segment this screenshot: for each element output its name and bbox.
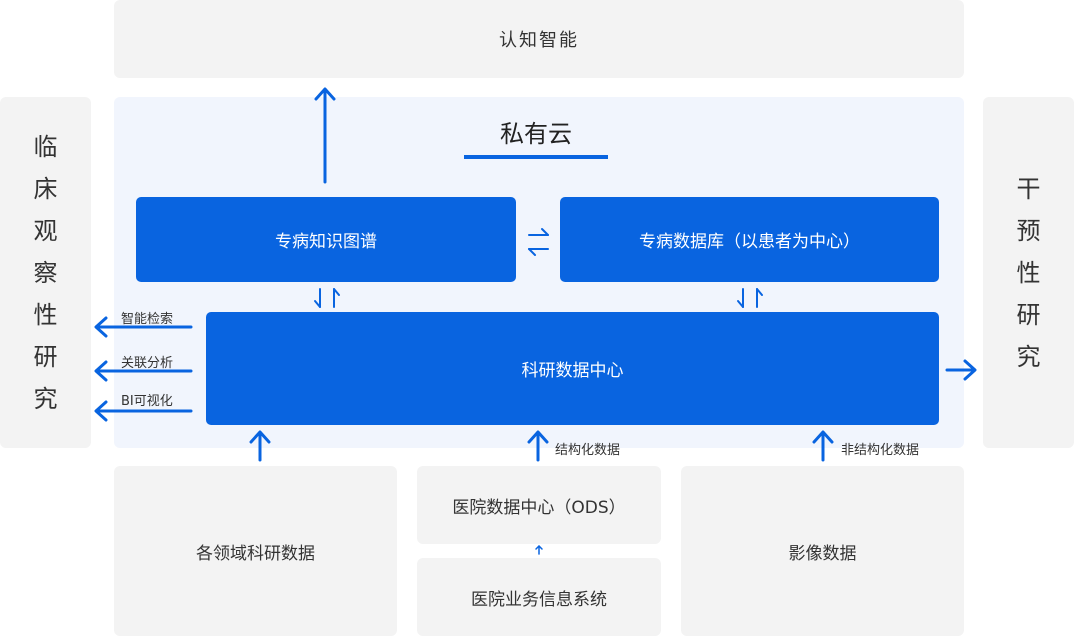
arrow-structured-up-icon <box>527 430 549 462</box>
bidirectional-horizontal-arrow-icon <box>528 228 549 256</box>
hospital-ods-label: 医院数据中心（ODS） <box>452 497 626 518</box>
arrow-smart-search-icon <box>94 316 193 338</box>
observational-char: 临 <box>33 132 58 161</box>
imaging-data-label: 影像数据 <box>788 543 857 564</box>
observational-char: 床 <box>33 174 58 203</box>
interventional-research-panel: 干 预 性 研 究 <box>983 97 1074 448</box>
disease-knowledge-graph-box: 专病知识图谱 <box>136 197 516 282</box>
disease-database-box: 专病数据库（以患者为中心） <box>560 197 939 282</box>
arrow-bi-visualization-icon <box>94 400 193 422</box>
arrow-unstructured-up-icon <box>812 430 834 462</box>
hospital-business-system-label: 医院业务信息系统 <box>471 589 607 610</box>
imaging-data-box: 影像数据 <box>681 466 964 636</box>
structured-data-label: 结构化数据 <box>555 443 621 458</box>
private-cloud-underline <box>464 155 608 159</box>
arrow-to-interventional-icon <box>945 359 977 381</box>
smart-search-label: 智能检索 <box>121 312 174 327</box>
observational-char: 性 <box>33 300 58 329</box>
observational-char: 究 <box>33 384 58 413</box>
interventional-char: 研 <box>1016 300 1041 329</box>
observational-char: 研 <box>33 342 58 371</box>
disease-knowledge-graph-label: 专病知识图谱 <box>275 232 377 252</box>
disease-database-label: 专病数据库（以患者为中心） <box>639 232 860 252</box>
interventional-char: 预 <box>1016 216 1041 245</box>
arrow-correlation-analysis-icon <box>94 360 193 382</box>
domain-research-data-label: 各领域科研数据 <box>196 543 315 564</box>
interventional-char: 干 <box>1016 174 1041 203</box>
hospital-business-system-box: 医院业务信息系统 <box>417 558 661 636</box>
interventional-char: 究 <box>1016 342 1041 371</box>
correlation-analysis-label: 关联分析 <box>121 356 174 371</box>
bi-visualization-label: BI可视化 <box>121 394 173 409</box>
bidirectional-vertical-arrow-left-icon <box>314 288 340 308</box>
arrow-his-to-ods-icon <box>535 545 543 555</box>
hospital-ods-box: 医院数据中心（ODS） <box>417 466 661 544</box>
interventional-char: 性 <box>1016 258 1041 287</box>
observational-char: 察 <box>33 258 58 287</box>
cognitive-intelligence-label: 认知智能 <box>499 30 579 51</box>
arrow-up-to-cognitive-icon <box>314 87 336 184</box>
cognitive-intelligence-box: 认知智能 <box>114 0 964 78</box>
observational-research-panel: 临 床 观 察 性 研 究 <box>0 97 91 448</box>
private-cloud-title: 私有云 <box>500 120 572 148</box>
research-data-center-label: 科研数据中心 <box>521 361 624 381</box>
bidirectional-vertical-arrow-right-icon <box>737 288 763 308</box>
arrow-domain-data-up-icon <box>249 430 271 462</box>
observational-char: 观 <box>33 216 58 245</box>
unstructured-data-label: 非结构化数据 <box>841 443 920 458</box>
domain-research-data-box: 各领域科研数据 <box>114 466 397 636</box>
research-data-center-box: 科研数据中心 <box>206 312 939 425</box>
